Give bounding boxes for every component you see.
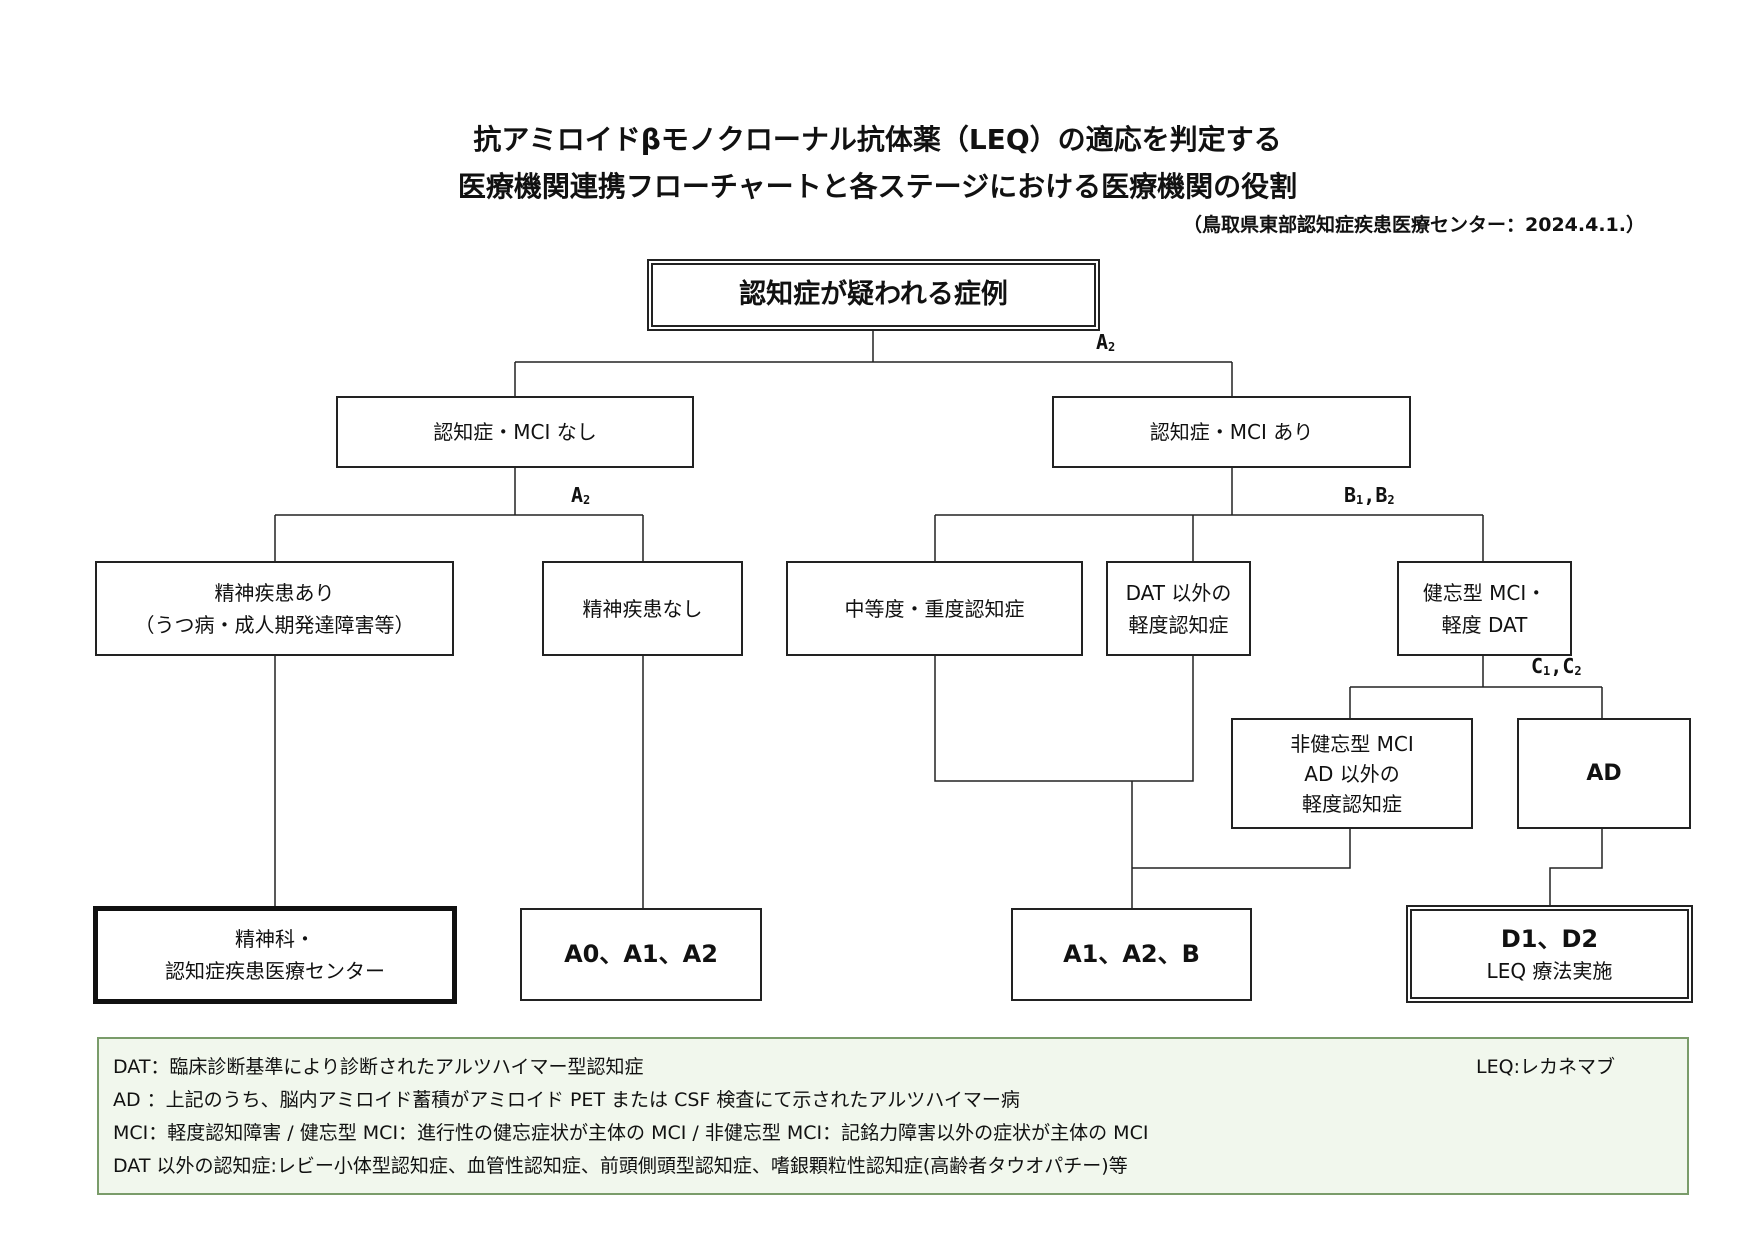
edge-label-b12: B1,B2 xyxy=(1344,483,1395,507)
legend-leq: LEQ:レカネマブ xyxy=(1476,1056,1615,1078)
legend-ad: AD ：上記のうち、脳内アミロイド蓄積がアミロイド PET または CSF 検査… xyxy=(113,1089,1020,1111)
node-non-amnestic-mci: 非健忘型 MCI AD 以外の 軽度認知症 xyxy=(1231,718,1473,829)
edge-label-a2-left: A2 xyxy=(571,483,591,507)
connector-root xyxy=(514,330,1233,396)
legend-other: DAT 以外の認知症:レビー小体型認知症、血管性認知症、前頭側頭型認知症、嗜銀顆… xyxy=(113,1155,1128,1177)
node-d1-d2: D1、D2 LEQ 療法実施 xyxy=(1406,905,1693,1003)
node-a1-a2-b: A1、A2、B xyxy=(1011,908,1252,1001)
node-suspected-dementia: 認知症が疑われる症例 xyxy=(647,259,1100,331)
connector-ad xyxy=(1549,828,1603,907)
edge-label-a2-top: A2 xyxy=(1096,330,1116,354)
title-line-1: 抗アミロイドβモノクローナル抗体薬（LEQ）の適応を判定する xyxy=(473,123,1282,156)
node-non-dat-mild: DAT 以外の 軽度認知症 xyxy=(1106,561,1251,656)
node-ad: AD xyxy=(1517,718,1691,829)
node-moderate-severe: 中等度・重度認知症 xyxy=(786,561,1083,656)
node-psych-yes: 精神疾患あり （うつ病・成人期発達障害等） xyxy=(95,561,454,656)
node-no-dementia: 認知症・MCI なし xyxy=(336,396,694,468)
legend-box: DAT：臨床診断基準により診断されたアルツハイマー型認知症 LEQ:レカネマブ … xyxy=(97,1037,1689,1195)
node-psych-no: 精神疾患なし xyxy=(542,561,743,656)
node-dementia: 認知症・MCI あり xyxy=(1052,396,1411,468)
source-note: （鳥取県東部認知症疾患医療センター：2024.4.1.） xyxy=(1183,214,1645,236)
legend-dat: DAT：臨床診断基準により診断されたアルツハイマー型認知症 xyxy=(113,1056,644,1078)
connector-dementia xyxy=(934,466,1484,561)
connector-no-dementia xyxy=(274,466,644,561)
connector-merge xyxy=(934,655,1351,909)
node-a0-a1-a2: A0、A1、A2 xyxy=(520,908,762,1001)
title-line-2: 医療機関連携フローチャートと各ステージにおける医療機関の役割 xyxy=(457,170,1298,203)
connector-amnestic xyxy=(1349,655,1603,718)
legend-mci: MCI：軽度認知障害 / 健忘型 MCI：進行性の健忘症状が主体の MCI / … xyxy=(113,1122,1149,1144)
node-psychiatry-center: 精神科・ 認知症疾患医療センター xyxy=(93,906,457,1004)
node-amnestic-mci: 健忘型 MCI・ 軽度 DAT xyxy=(1397,561,1572,656)
edge-label-c12: C1,C2 xyxy=(1531,654,1582,678)
